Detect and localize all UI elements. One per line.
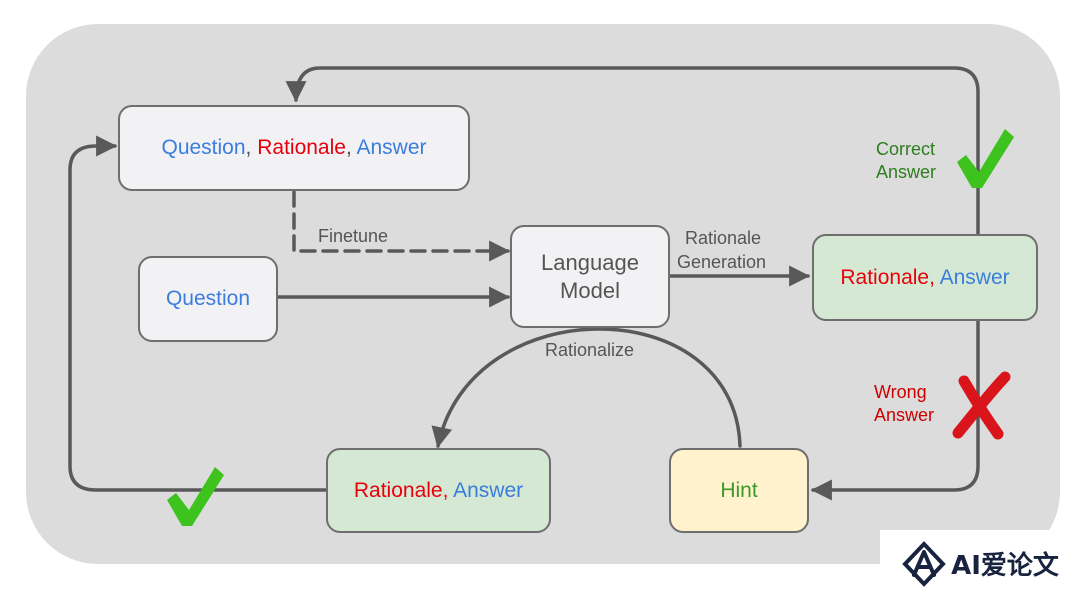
- answer-text: Answer: [356, 136, 427, 159]
- rationale-answer-box-bottom: Rationale, Answer: [326, 448, 551, 533]
- question-text: Question: [161, 136, 246, 159]
- rationale-text: Rationale: [257, 136, 346, 159]
- rationale-generation-line1: Rationale: [685, 228, 762, 248]
- separator: ,: [245, 136, 258, 159]
- question-box: Question: [138, 256, 278, 342]
- question-rationale-answer-box: Question, Rationale, Answer: [118, 105, 470, 191]
- wrong-answer-line1: Wrong: [874, 382, 927, 402]
- hint-box: Hint: [669, 448, 809, 533]
- wrong-answer-arrow: [810, 319, 980, 501]
- correct-answer-line2: Answer: [876, 162, 937, 182]
- check-icon-correct: [957, 129, 1014, 188]
- language-model-box: Language Model: [510, 225, 670, 328]
- wrong-answer-label: Wrong Answer: [874, 381, 934, 427]
- rationale-answer-box-right: Rationale, Answer: [812, 234, 1038, 321]
- separator: ,: [442, 478, 454, 502]
- wrong-answer-line2: Answer: [874, 405, 935, 425]
- answer-text: Answer: [939, 265, 1010, 289]
- correct-answer-arrow: [285, 66, 980, 237]
- answer-text: Answer: [453, 478, 524, 502]
- language-model-line2: Model: [560, 277, 620, 303]
- watermark: AI爱论文: [880, 530, 1080, 597]
- finetune-label: Finetune: [318, 226, 389, 246]
- finetune-arrow: [292, 190, 511, 262]
- watermark-logo-icon: [902, 540, 946, 587]
- bottom-loop-arrow: [68, 135, 327, 492]
- check-icon-bottom: [167, 467, 224, 526]
- correct-answer-line1: Correct: [876, 139, 936, 159]
- rationale-generation-label: Rationale Generation: [677, 226, 766, 274]
- language-model-line1: Language: [541, 249, 639, 275]
- rationalize-arrow: [431, 327, 742, 449]
- hint-text: Hint: [720, 478, 758, 502]
- cross-icon-wrong: [952, 371, 1011, 440]
- separator: ,: [345, 136, 357, 159]
- rationalize-label: Rationalize: [545, 340, 635, 360]
- correct-answer-label: Correct Answer: [876, 138, 936, 184]
- rationale-text: Rationale: [353, 478, 443, 502]
- rationale-text: Rationale: [840, 265, 930, 289]
- watermark-text: AI爱论文: [951, 551, 1059, 581]
- separator: ,: [929, 265, 940, 289]
- question-text: Question: [165, 287, 251, 310]
- rationale-generation-line2: Generation: [677, 252, 767, 272]
